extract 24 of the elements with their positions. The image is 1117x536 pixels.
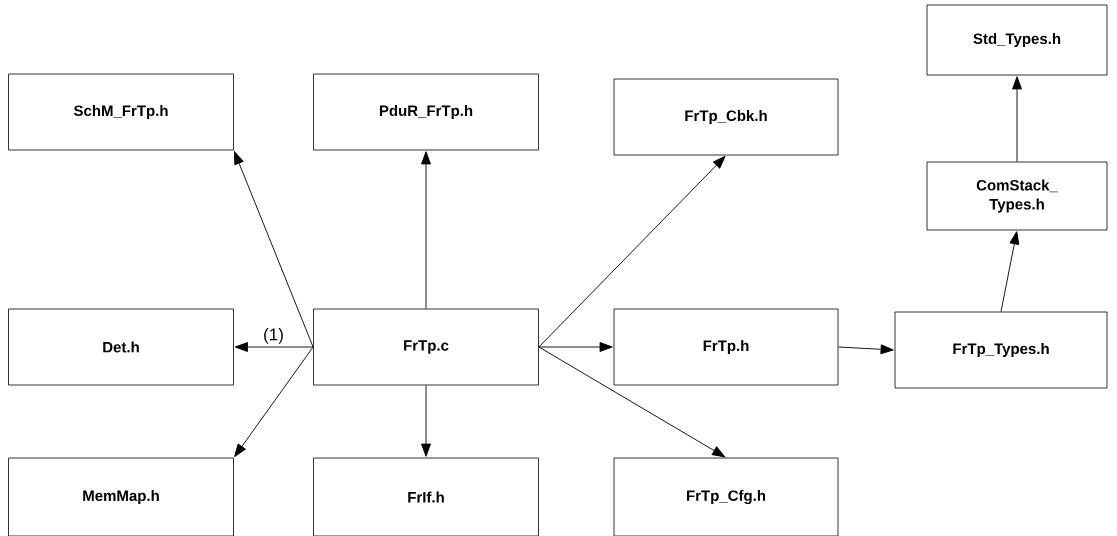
arrow (1012, 76, 1022, 163)
arrow (538, 342, 613, 352)
file-box: FrTp.h (613, 308, 839, 386)
file-box: PduR_FrTp.h (313, 73, 539, 151)
arrow (538, 346, 726, 458)
file-box: SchM_FrTp.h (8, 73, 234, 151)
file-box: FrTp_Types.h (894, 311, 1108, 389)
arrow (234, 346, 314, 457)
edge-label: (1) (262, 326, 285, 345)
file-box: FrTp.c (313, 308, 539, 386)
arrow (233, 151, 314, 348)
file-box: MemMap.h (8, 457, 234, 536)
file-box: FrTp_Cfg.h (613, 457, 839, 536)
file-box: ComStack_ Types.h (926, 161, 1108, 231)
arrow (421, 384, 431, 457)
arrow (234, 342, 314, 352)
arrow (837, 344, 894, 355)
arrow (538, 155, 726, 348)
file-box: Std_Types.h (926, 4, 1108, 76)
file-box: FrIf.h (313, 457, 539, 536)
arrow (421, 151, 431, 310)
file-box: Det.h (8, 308, 234, 386)
file-box: FrTp_Cbk.h (613, 78, 839, 156)
arrow (1000, 231, 1020, 313)
